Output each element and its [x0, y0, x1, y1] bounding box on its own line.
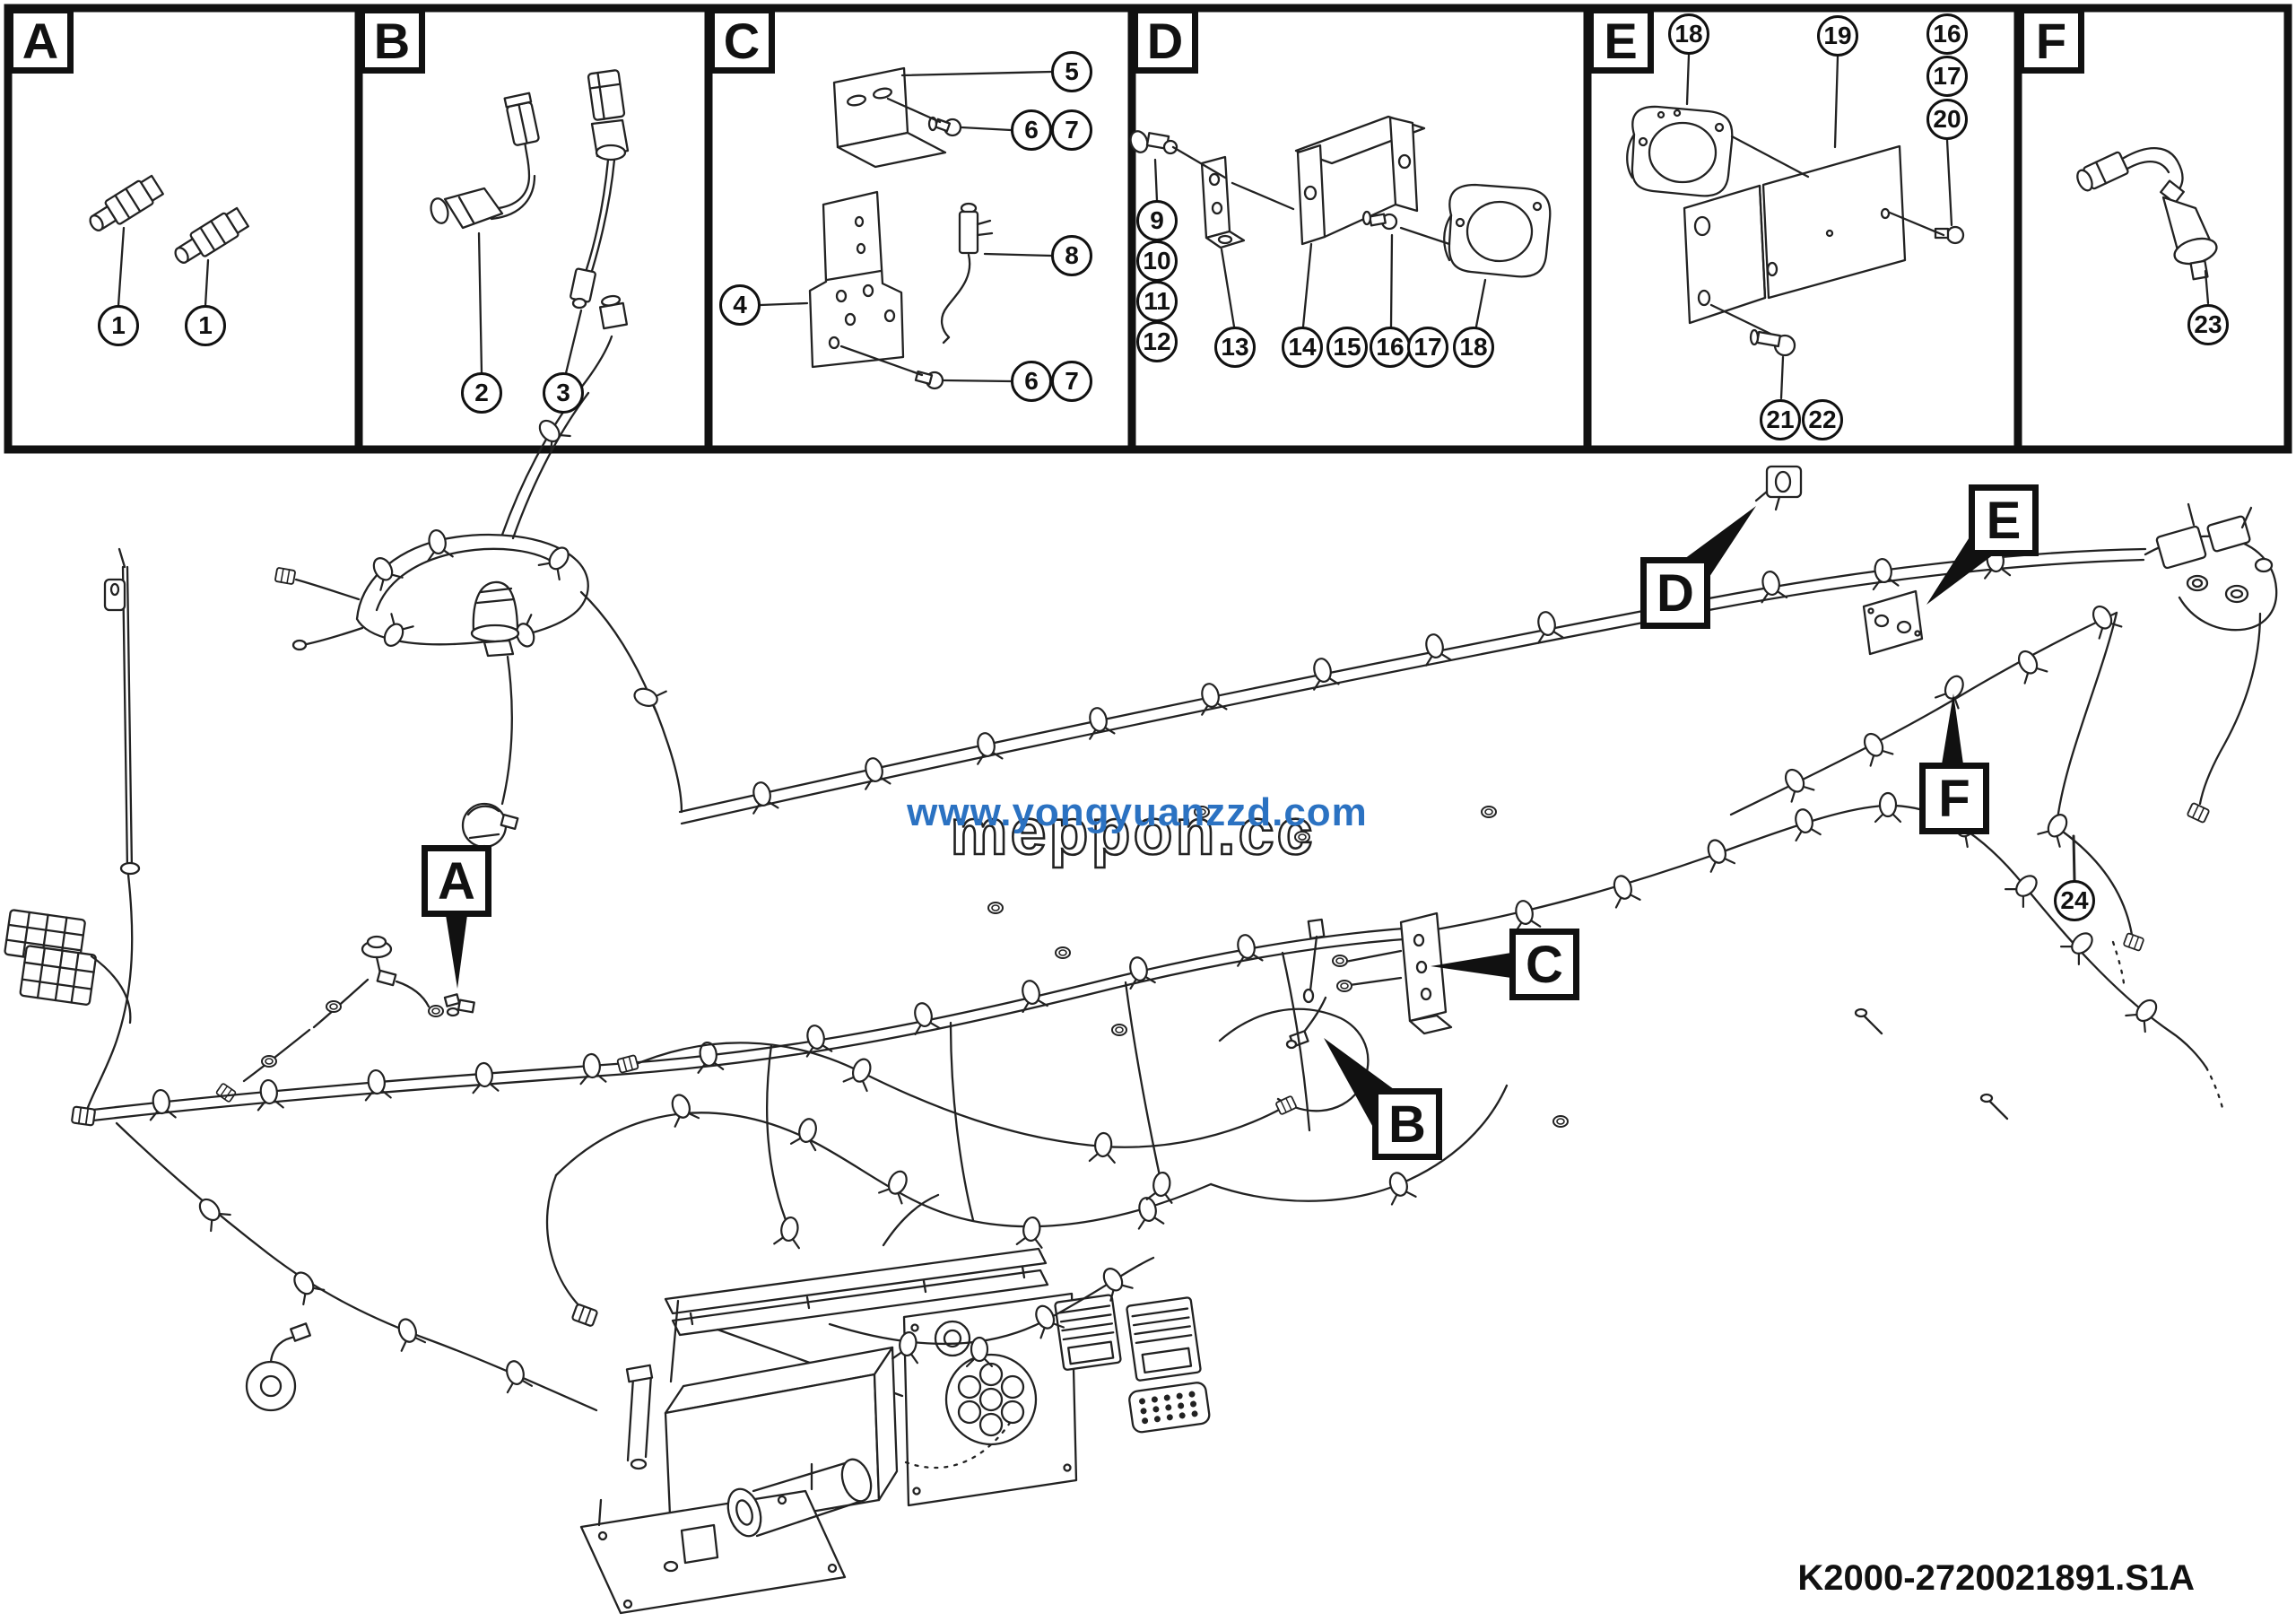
- callout-7b: 7: [1051, 361, 1092, 402]
- callout-18e: 18: [1668, 13, 1709, 55]
- callout-23: 23: [2187, 304, 2229, 345]
- callout-11: 11: [1136, 281, 1178, 322]
- callout-1b: 1: [185, 305, 226, 346]
- callout-17: 17: [1407, 327, 1448, 368]
- callout-2: 2: [461, 372, 502, 414]
- callout-17e: 17: [1926, 56, 1968, 97]
- panel-label-d: D: [1132, 7, 1198, 74]
- callout-1a: 1: [98, 305, 139, 346]
- callout-19: 19: [1817, 15, 1858, 57]
- location-label-c: C: [1509, 929, 1579, 1000]
- panel-a-part-drawings: [89, 174, 249, 308]
- callout-12: 12: [1136, 321, 1178, 362]
- callout-9: 9: [1136, 200, 1178, 241]
- panel-d-part-drawings: [1129, 115, 1552, 328]
- callout-10: 10: [1136, 240, 1178, 282]
- callout-14: 14: [1282, 327, 1323, 368]
- callout-22: 22: [1802, 399, 1843, 440]
- callout-24: 24: [2054, 880, 2095, 921]
- drawing-number: K2000-2720021891.S1A: [1797, 1558, 2195, 1598]
- location-label-e: E: [1969, 484, 2039, 556]
- callout-13: 13: [1214, 327, 1256, 368]
- callout-5: 5: [1051, 51, 1092, 92]
- wiring-harness-drawing: [4, 294, 2278, 1615]
- callout-7a: 7: [1051, 109, 1092, 151]
- callout-21: 21: [1760, 399, 1801, 440]
- callout-16: 16: [1370, 327, 1411, 368]
- callout-3: 3: [543, 372, 584, 414]
- watermark-blue-text: www.yongyuanzzd.com: [906, 790, 1368, 834]
- panel-label-f: F: [2018, 7, 2084, 74]
- callout-6a: 6: [1011, 109, 1052, 151]
- callout-20: 20: [1926, 99, 1968, 140]
- panel-label-e: E: [1587, 7, 1654, 74]
- callout-4: 4: [719, 284, 761, 326]
- location-label-d: D: [1640, 557, 1710, 629]
- callout-8: 8: [1051, 235, 1092, 276]
- panel-e-part-drawings: [1626, 53, 1965, 400]
- panel-b-part-drawings: [430, 69, 630, 375]
- panel-label-c: C: [709, 7, 775, 74]
- panel-label-b: B: [359, 7, 425, 74]
- panel-c-part-drawings: [759, 66, 1053, 390]
- location-label-a: A: [422, 845, 491, 917]
- panel-f-part-drawings: [2076, 147, 2218, 305]
- callout-6b: 6: [1011, 361, 1052, 402]
- location-label-b: B: [1372, 1088, 1442, 1160]
- callout-15: 15: [1326, 327, 1368, 368]
- panel-label-a: A: [7, 7, 74, 74]
- location-label-f: F: [1919, 763, 1989, 834]
- watermark-outline-text: meppon.cc: [950, 797, 1315, 868]
- callout-18: 18: [1453, 327, 1494, 368]
- callout-16e: 16: [1926, 13, 1968, 55]
